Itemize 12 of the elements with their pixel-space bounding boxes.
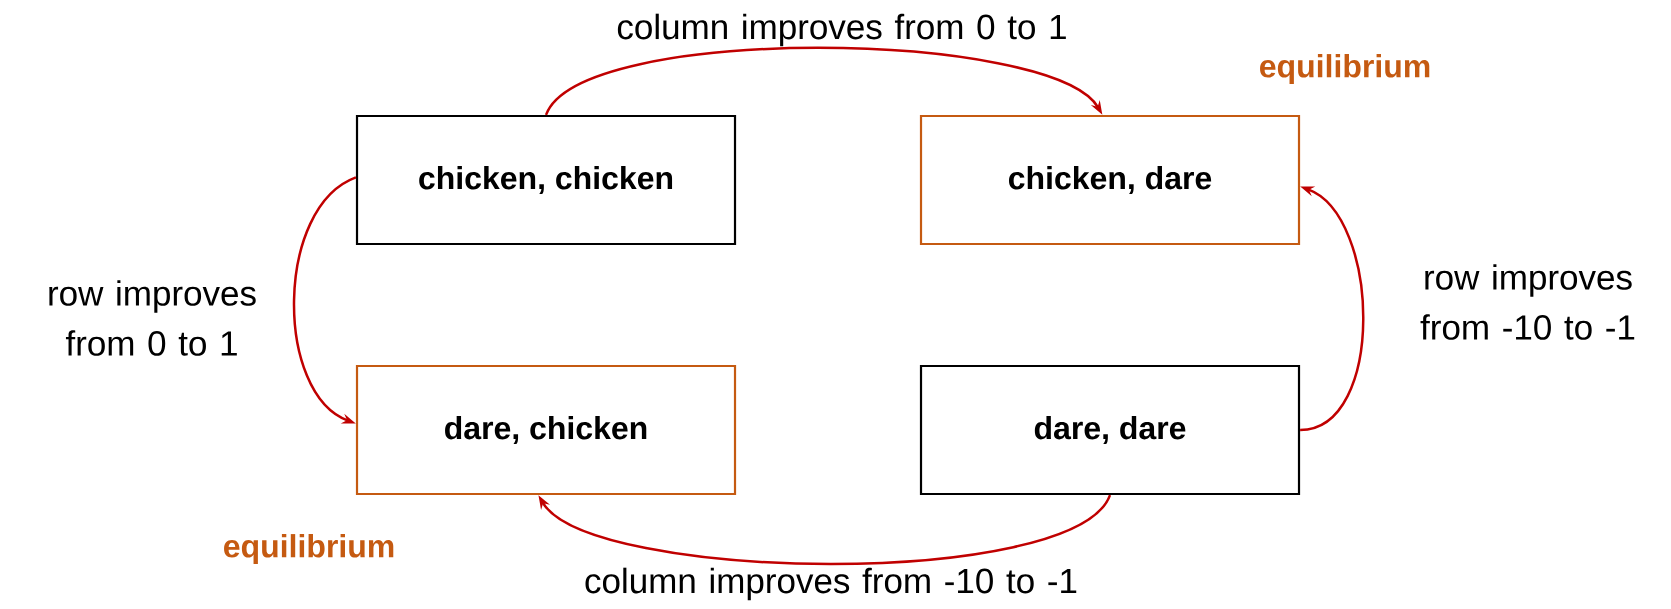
state-box: dare, dare [919, 364, 1301, 496]
arrow [292, 176, 357, 424]
state-box: chicken, dare [919, 114, 1301, 246]
equilibrium-label: equilibrium [224, 534, 394, 564]
state-box: dare, chicken [355, 364, 737, 496]
edge-label: column improves from 0 to 1 [617, 13, 1066, 47]
equilibrium-label: equilibrium [1260, 54, 1430, 84]
edge-label: row improves from -10 to -1 [1420, 264, 1635, 340]
edge-label: row improves from 0 to 1 [49, 280, 256, 356]
arrow [1299, 186, 1365, 432]
state-box: chicken, chicken [355, 114, 737, 246]
edge-label: column improves from -10 to -1 [585, 567, 1077, 601]
